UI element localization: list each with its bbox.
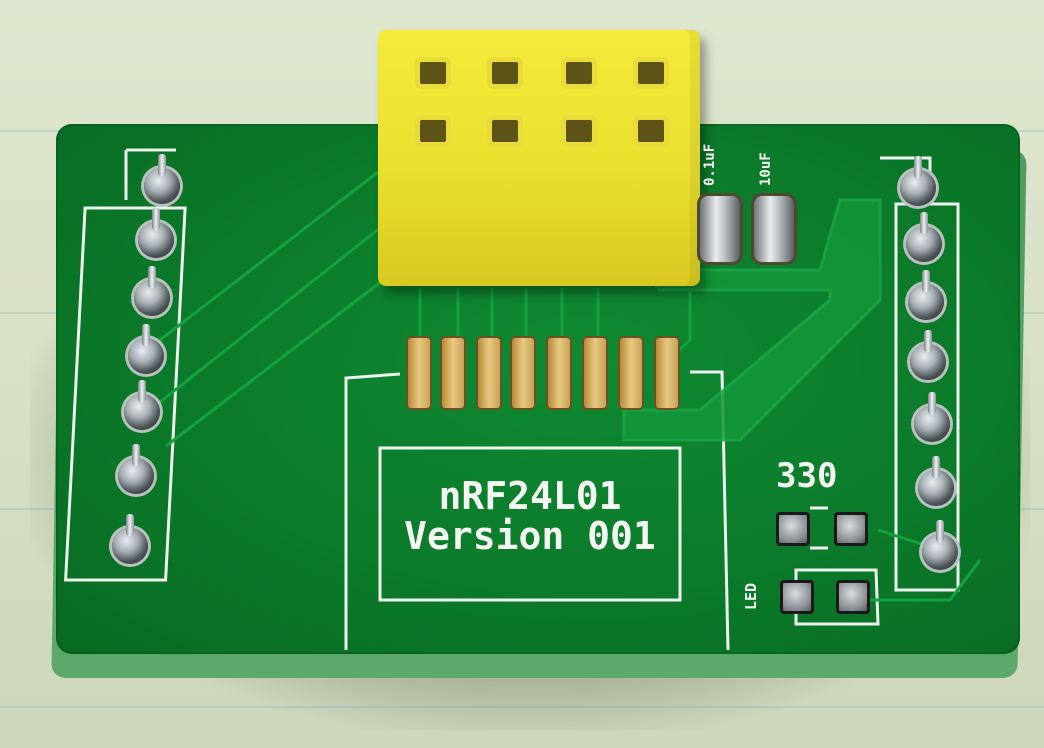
silk-title-box bbox=[378, 446, 682, 602]
socket-hole bbox=[492, 120, 518, 142]
silk-corner-left bbox=[124, 148, 176, 200]
trace-pins bbox=[418, 288, 600, 340]
header-pin bbox=[906, 212, 942, 262]
header-pin bbox=[128, 324, 164, 374]
gold-pad bbox=[408, 338, 430, 408]
silk-outline-left-header bbox=[64, 206, 187, 582]
title-line-2: Version 001 bbox=[404, 514, 656, 558]
capacitor-0.1uf-label: 0.1uF bbox=[702, 143, 718, 186]
led-pad bbox=[780, 580, 814, 614]
led-label: LED bbox=[742, 582, 760, 610]
header-pin bbox=[918, 456, 954, 506]
socket-hole bbox=[566, 120, 592, 142]
board-title: nRF24L01 Version 001 bbox=[380, 476, 680, 556]
gold-pad bbox=[442, 338, 464, 408]
gold-pad bbox=[478, 338, 500, 408]
trace bbox=[159, 170, 379, 342]
gold-pad bbox=[548, 338, 570, 408]
socket-hole bbox=[638, 120, 664, 142]
capacitor-0.1uf bbox=[700, 196, 740, 262]
socket-hole bbox=[638, 62, 664, 84]
header-pin bbox=[138, 208, 174, 258]
trace bbox=[159, 226, 381, 404]
capacitor-10uf-label: 10uF bbox=[758, 152, 774, 186]
led-pad bbox=[836, 580, 870, 614]
socket-hole bbox=[492, 62, 518, 84]
socket-hole bbox=[566, 62, 592, 84]
female-header-connector bbox=[378, 30, 700, 286]
silk-resistor-marks bbox=[810, 506, 828, 550]
gold-pad bbox=[620, 338, 642, 408]
socket-hole bbox=[420, 62, 446, 84]
resistor-pad bbox=[776, 512, 810, 546]
trace bbox=[866, 559, 982, 602]
resistor-value-label: 330 bbox=[776, 456, 838, 496]
header-pin bbox=[922, 520, 958, 570]
header-pin bbox=[124, 380, 160, 430]
resistor-pad bbox=[834, 512, 868, 546]
gold-pad bbox=[584, 338, 606, 408]
gold-pad bbox=[512, 338, 534, 408]
silk-module-outline bbox=[344, 370, 730, 651]
header-pin bbox=[908, 270, 944, 320]
trace bbox=[165, 276, 387, 448]
header-pin bbox=[910, 330, 946, 380]
capacitor-10uf bbox=[754, 196, 794, 262]
header-pin bbox=[112, 514, 148, 564]
title-line-1: nRF24L01 bbox=[438, 474, 622, 518]
ground-pour bbox=[622, 198, 882, 442]
silk-outline-right-header bbox=[894, 202, 960, 592]
socket-hole bbox=[420, 120, 446, 142]
header-pin bbox=[914, 392, 950, 442]
header-pin bbox=[134, 266, 170, 316]
header-pin bbox=[118, 444, 154, 494]
gold-pad bbox=[656, 338, 678, 408]
header-pin bbox=[144, 154, 180, 204]
header-pin bbox=[900, 156, 936, 206]
